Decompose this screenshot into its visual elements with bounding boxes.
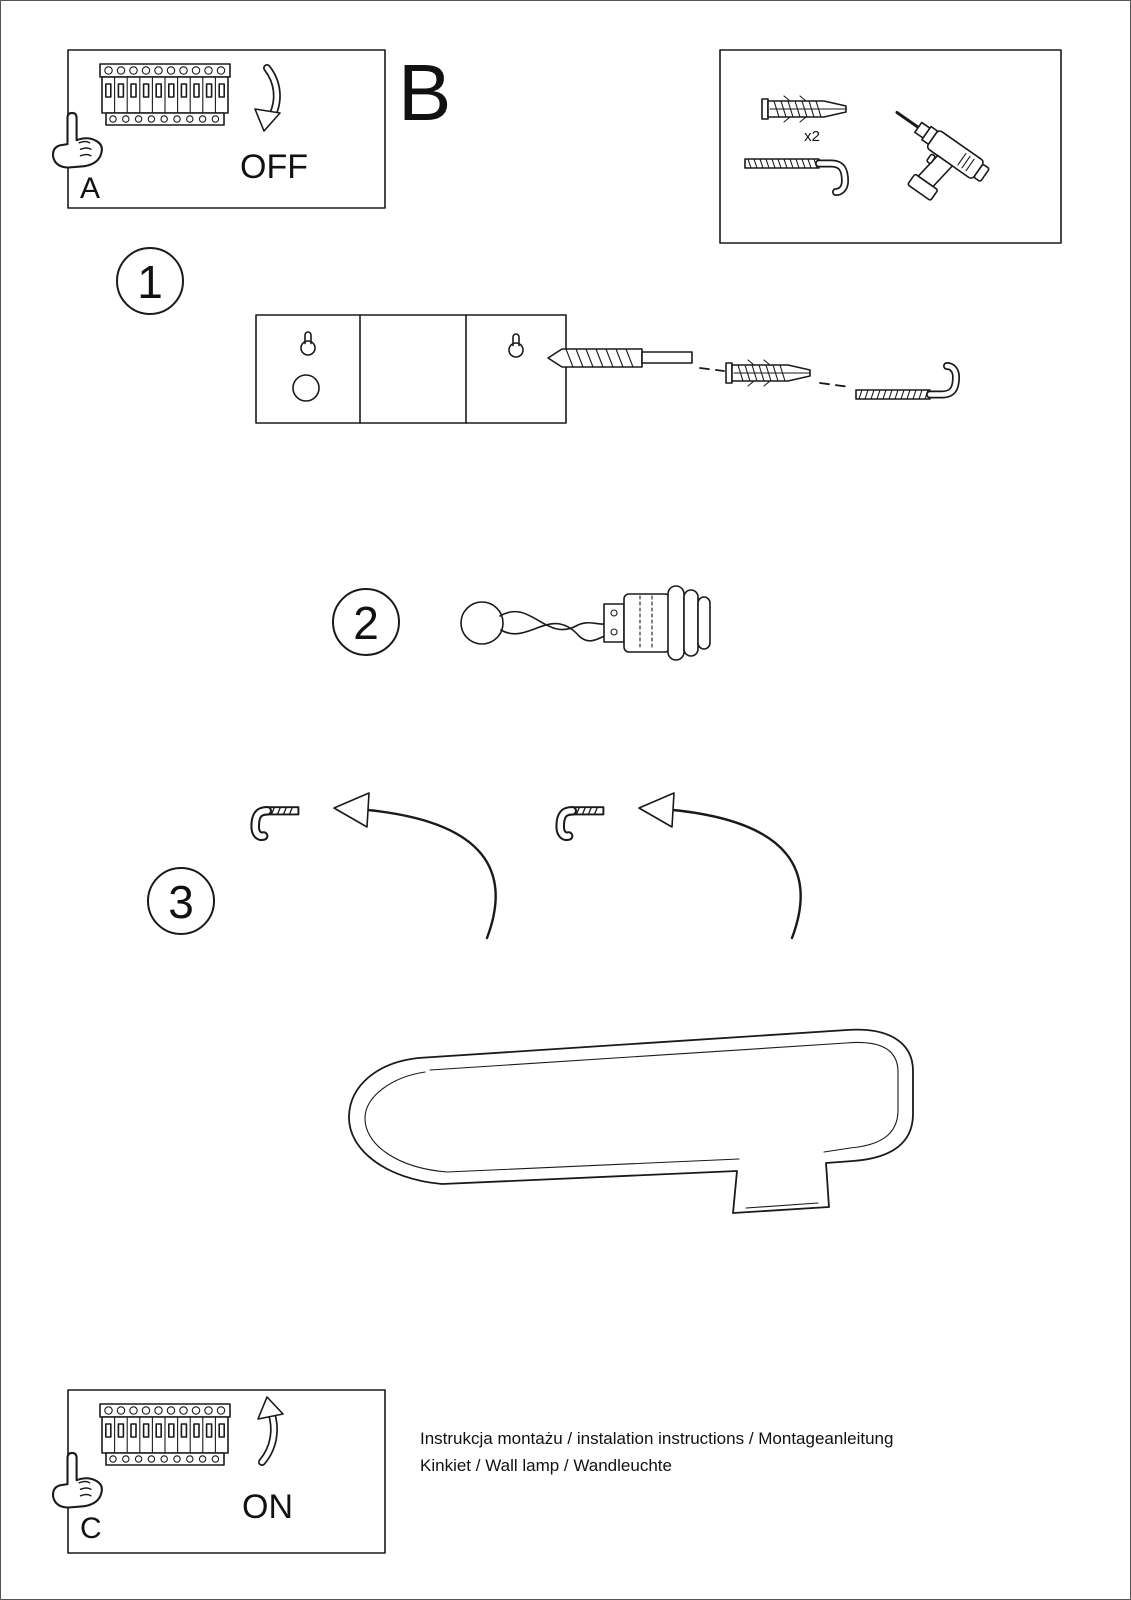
dash-line-2 (819, 382, 851, 388)
on-arrow-icon (257, 1396, 284, 1466)
dash-line-1 (699, 367, 725, 372)
breaker-panel-icon-c (99, 1403, 231, 1466)
step3-number: 3 (168, 876, 194, 928)
step-1: 1 (116, 247, 956, 424)
label-b: B (398, 48, 451, 137)
mounting-plate (255, 314, 567, 424)
lamp-body (348, 1028, 914, 1214)
drill-bit (547, 348, 693, 368)
label-a: A (80, 172, 100, 205)
step-2: 2 (332, 585, 711, 661)
socket-assembly (460, 585, 711, 661)
step1-number: 1 (137, 256, 163, 308)
hardware-box: x2 (719, 49, 1062, 244)
footer-line1: Instrukcja montażu / instalation instruc… (420, 1429, 893, 1448)
step2-circle (332, 588, 400, 656)
step2-number: 2 (353, 597, 379, 649)
step3-circle (147, 867, 215, 935)
step1-circle (116, 247, 184, 315)
step-3: 3 (147, 792, 802, 940)
hardware-box-frame (719, 49, 1062, 244)
hook-screw-step1 (856, 366, 956, 399)
hang-arrow-right (638, 792, 802, 940)
wall-plug-step1 (725, 359, 811, 387)
footer-line2: Kinkiet / Wall lamp / Wandleuchte (420, 1456, 672, 1475)
box-a: A OFF (51, 49, 386, 209)
hang-arrow-left (333, 792, 497, 940)
box-c: C ON (51, 1389, 386, 1554)
label-x2: x2 (804, 128, 820, 145)
off-arrow-icon (254, 64, 281, 132)
lamp-socket (603, 585, 711, 661)
breaker-panel-icon-a (99, 63, 231, 126)
wire-loop (460, 601, 504, 645)
mounting-hole (292, 374, 320, 402)
label-c: C (80, 1512, 102, 1545)
label-off: OFF (240, 148, 308, 186)
wall-hook-left (255, 807, 298, 836)
wall-hook-right (560, 807, 603, 836)
label-on: ON (242, 1488, 293, 1526)
wires (499, 610, 613, 642)
